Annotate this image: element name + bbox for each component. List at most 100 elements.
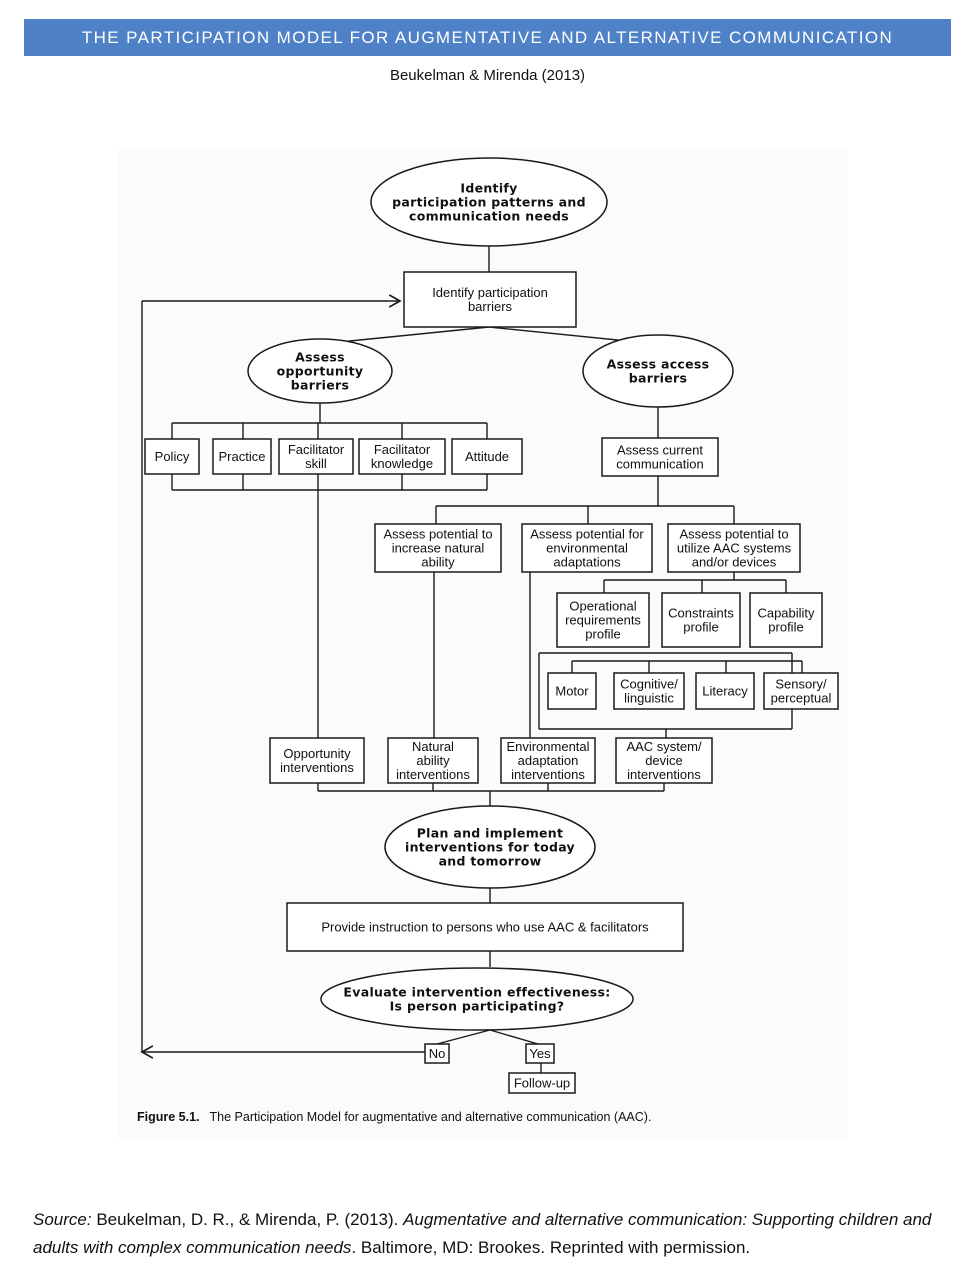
- node-label: Assess potential to: [679, 527, 788, 542]
- node-sensory: Sensory/perceptual: [763, 672, 839, 710]
- node-label: Assess current: [617, 443, 703, 458]
- node-label: skill: [305, 456, 327, 471]
- node-label: knowledge: [371, 456, 433, 471]
- node-label: profile: [585, 627, 620, 642]
- node-label: interventions: [280, 760, 354, 775]
- node-label: No: [429, 1046, 446, 1061]
- node-label: Attitude: [465, 449, 509, 464]
- node-label: environmental: [546, 541, 628, 556]
- node-literacy: Literacy: [695, 672, 755, 710]
- node-cognitive: Cognitive/linguistic: [613, 672, 685, 710]
- node-label: Capability: [757, 606, 815, 621]
- node-label: Yes: [529, 1046, 551, 1061]
- node-label: Plan and implement: [417, 826, 564, 841]
- node-label: Practice: [219, 449, 266, 464]
- node-label: interventions: [396, 767, 470, 782]
- node-label: barriers: [468, 299, 513, 314]
- node-label: Opportunity: [283, 746, 351, 761]
- node-label: Sensory/: [775, 677, 827, 692]
- citation-subtitle: Beukelman & Mirenda (2013): [389, 67, 586, 84]
- figure-caption: Figure 5.1. The Participation Model for a…: [137, 1110, 651, 1124]
- node-practice: Practice: [212, 438, 272, 475]
- node-label: Identify participation: [432, 285, 548, 300]
- node-label: interventions: [627, 767, 701, 782]
- node-label: perceptual: [771, 691, 832, 706]
- node-label: linguistic: [624, 691, 674, 706]
- node-label: and tomorrow: [439, 854, 542, 869]
- node-label: Facilitator: [374, 442, 431, 457]
- node-attitude: Attitude: [451, 438, 523, 475]
- node-label: ability: [421, 555, 455, 570]
- page-banner-title: THE PARTICIPATION MODEL FOR AUGMENTATIVE…: [24, 19, 951, 56]
- node-label: Is person participating?: [390, 999, 565, 1014]
- figure-caption-text: The Participation Model for augmentative…: [209, 1110, 652, 1124]
- figure-caption-label: Figure 5.1.: [137, 1110, 200, 1124]
- node-label: barriers: [291, 378, 349, 393]
- node-label: Cognitive/: [620, 677, 678, 692]
- node-label: utilize AAC systems: [677, 541, 792, 556]
- node-label: Assess potential to: [383, 527, 492, 542]
- node-label: Operational: [569, 599, 636, 614]
- node-label: communication needs: [409, 209, 569, 224]
- node-motor: Motor: [547, 672, 597, 710]
- node-label: and/or devices: [692, 555, 777, 570]
- node-label: Policy: [155, 449, 190, 464]
- node-label: Follow-up: [514, 1076, 570, 1091]
- node-label: Assess potential for: [530, 527, 644, 542]
- node-yes: Yes: [525, 1043, 555, 1064]
- node-label: AAC system/: [626, 739, 702, 754]
- node-label: Environmental: [506, 739, 589, 754]
- node-label: Identify: [460, 181, 517, 196]
- node-label: adaptation: [518, 753, 579, 768]
- source-citation: Source: Beukelman, D. R., & Mirenda, P. …: [33, 1206, 933, 1262]
- source-publisher: . Baltimore, MD: Brookes. Reprinted with…: [351, 1238, 751, 1257]
- node-label: profile: [683, 620, 718, 635]
- node-label: interventions: [511, 767, 585, 782]
- node-label: adaptations: [553, 555, 621, 570]
- node-label: Natural: [412, 739, 454, 754]
- node-label: ability: [416, 753, 450, 768]
- node-label: Motor: [555, 684, 589, 699]
- node-label: Assess access: [607, 357, 710, 372]
- node-label: communication: [616, 457, 703, 472]
- node-label: Constraints: [668, 606, 734, 621]
- node-follow-up: Follow-up: [508, 1072, 576, 1094]
- node-policy: Policy: [144, 438, 200, 475]
- source-authors: Beukelman, D. R., & Mirenda, P. (2013).: [91, 1210, 404, 1229]
- node-label: opportunity: [277, 364, 364, 379]
- source-lead: Source:: [33, 1210, 92, 1229]
- source-book-title: Augmentative and alternative communicati…: [33, 1210, 932, 1257]
- node-label: participation patterns and: [392, 195, 586, 210]
- node-label: increase natural: [392, 541, 485, 556]
- node-label: profile: [768, 620, 803, 635]
- node-label: interventions for today: [405, 840, 575, 855]
- node-label: Provide instruction to persons who use A…: [321, 920, 649, 935]
- node-potential-environmental: Assess potential forenvironmentaladaptat…: [521, 523, 653, 573]
- node-evaluate: Evaluate intervention effectiveness:Is p…: [320, 967, 634, 1031]
- node-provide-instruction: Provide instruction to persons who use A…: [286, 902, 684, 952]
- node-label: Evaluate intervention effectiveness:: [343, 985, 610, 1000]
- node-label: device: [645, 753, 683, 768]
- node-no: No: [424, 1043, 450, 1064]
- node-label: requirements: [565, 613, 641, 628]
- node-label: Literacy: [702, 684, 748, 699]
- node-label: Assess: [295, 350, 345, 365]
